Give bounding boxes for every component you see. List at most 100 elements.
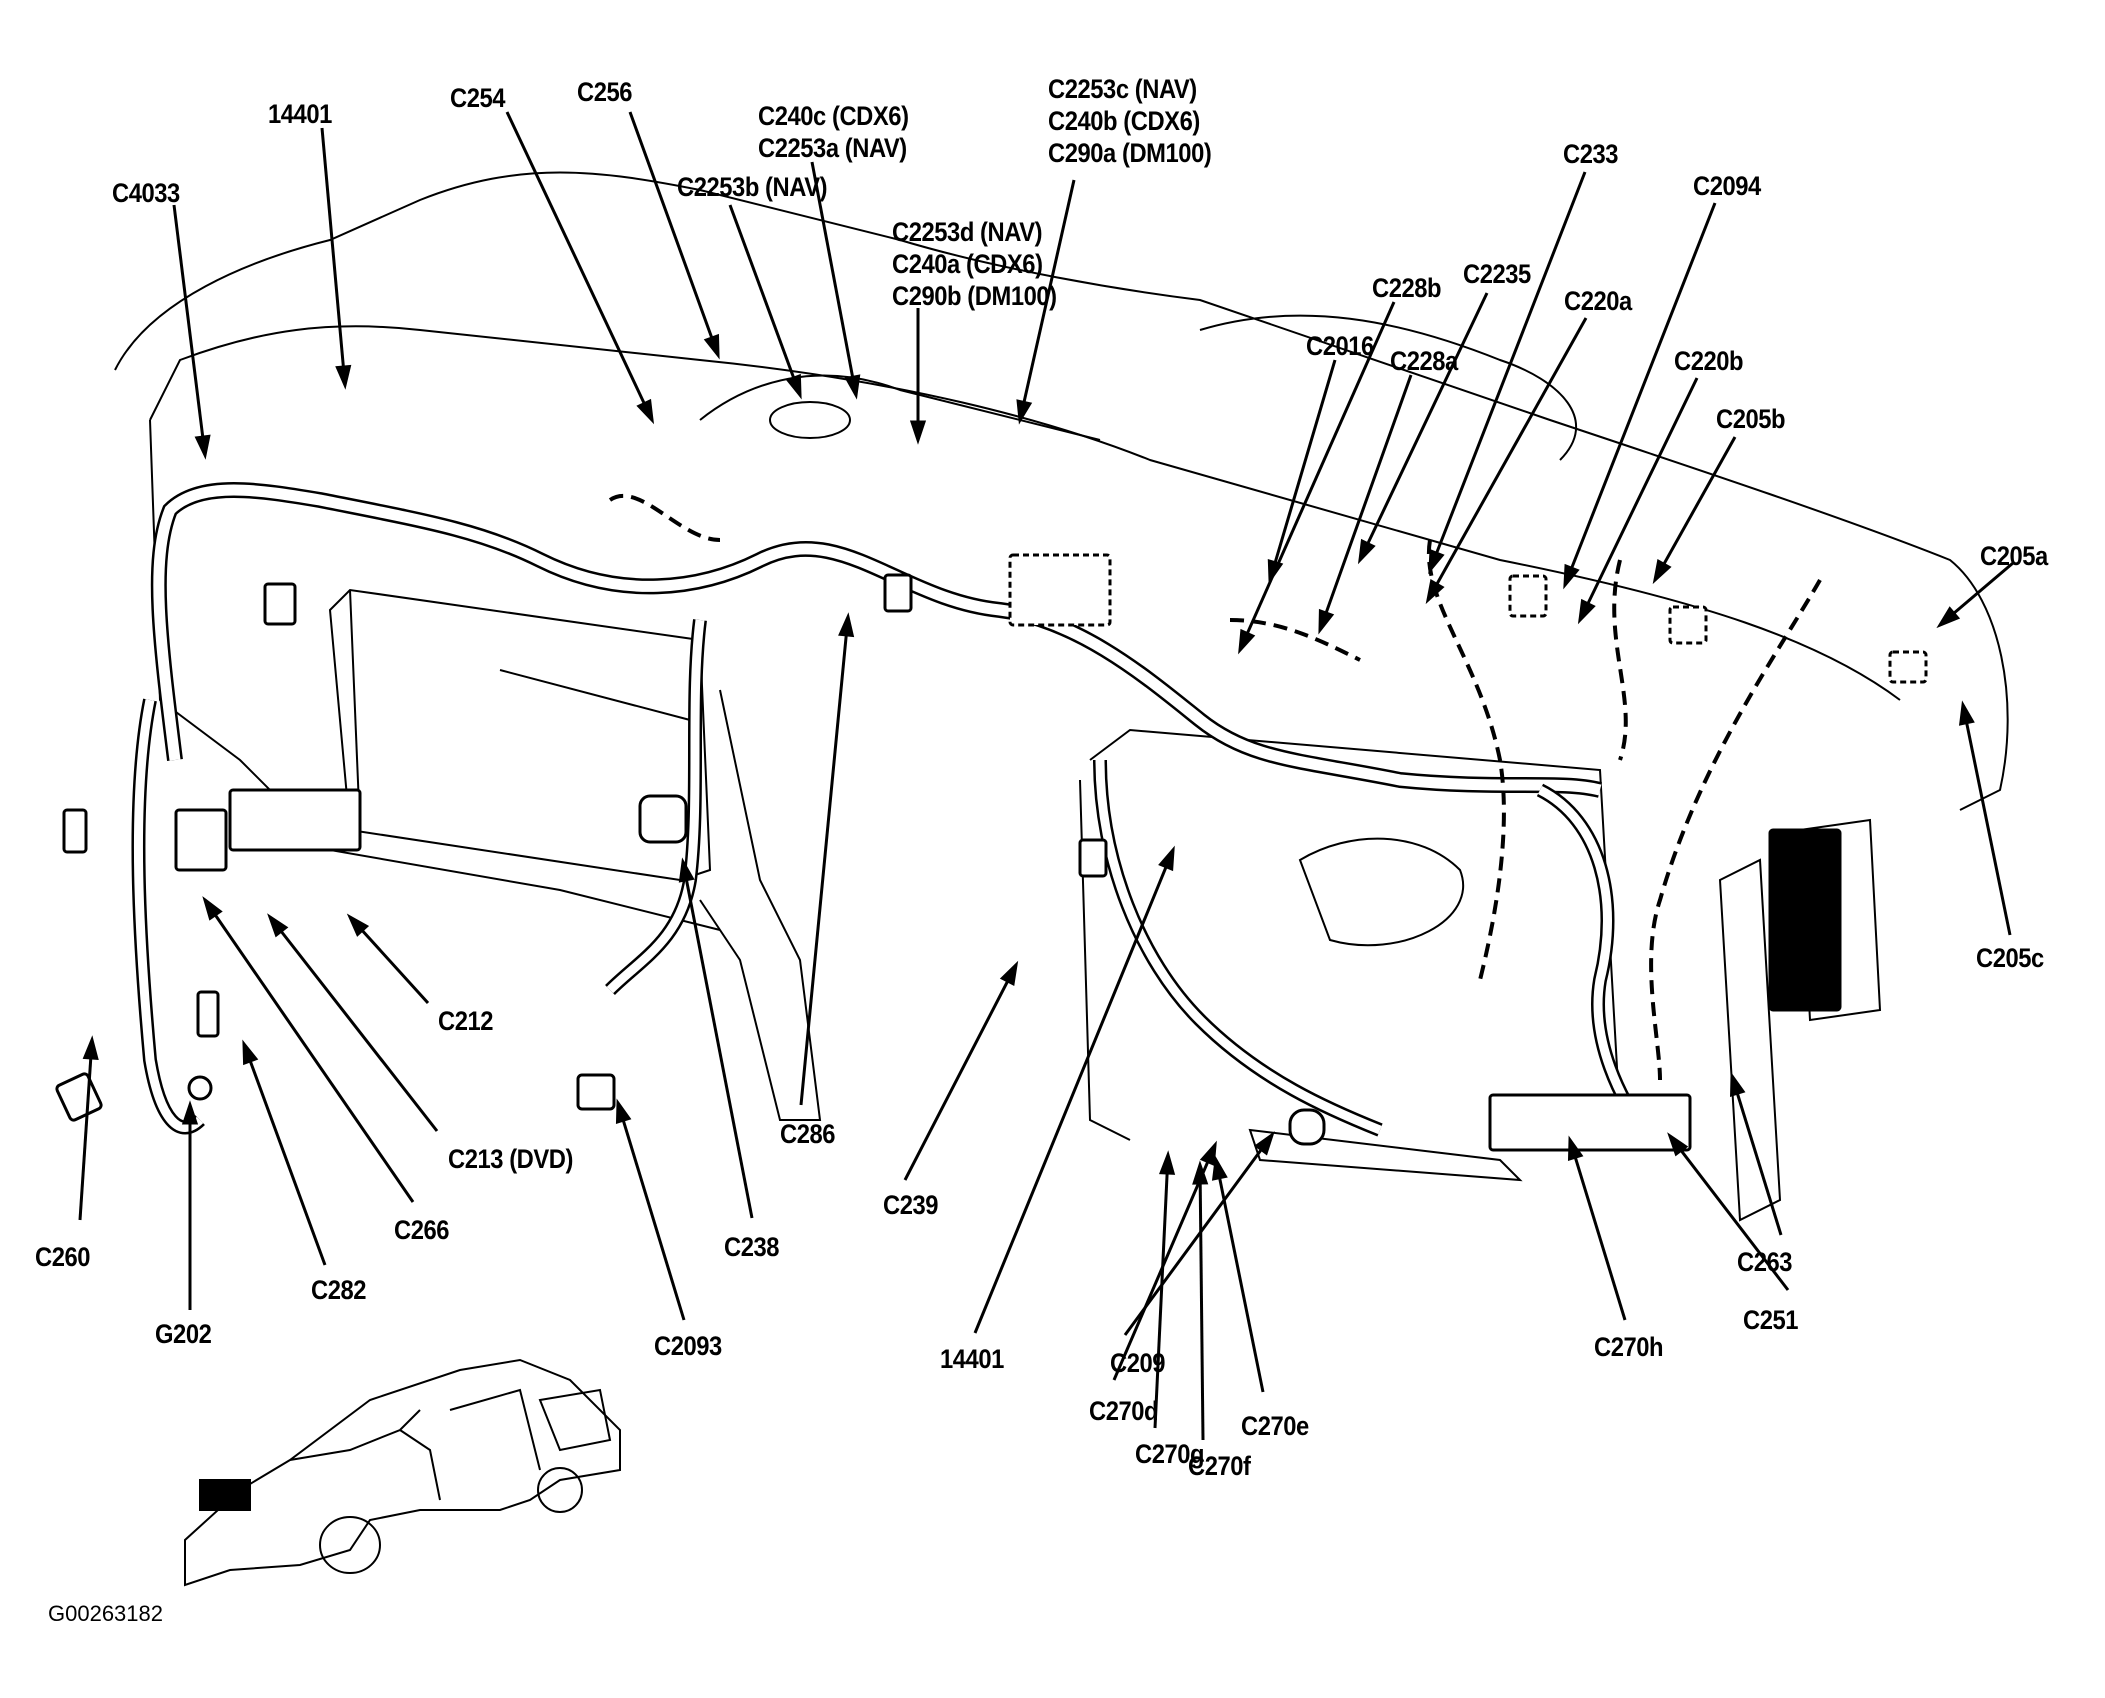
connector-c2094 [1668,605,1708,645]
leader-line-c238 [681,861,754,1219]
label-c239: C239 [883,1190,939,1220]
label-c2235: C2235 [1463,259,1531,289]
label-line: C240b (CDX6) [1048,106,1200,136]
label-c228b: C228b [1372,273,1442,303]
label-c2253d-group: C2253d (NAV) C240a (CDX6) C290b (DM100) [892,216,1057,312]
arrowhead-c205b [1652,559,1672,585]
label-line: C2253d (NAV) [892,217,1043,247]
connector-c238 [638,794,688,844]
arrowhead-c251 [1667,1132,1689,1157]
arrowhead-c2253d_group [909,420,927,445]
leader-line-c2093 [616,1102,686,1321]
leader-line-c205b [1653,436,1737,581]
label-c205b: C205b [1716,404,1786,434]
arrowhead-c266 [202,896,223,921]
arrowhead-c2093 [615,1098,632,1125]
arrowhead-h14401_top [335,364,352,390]
label-c233: C233 [1563,139,1619,169]
label-c251: C251 [1743,1305,1799,1335]
leader-line-c2235 [1358,292,1489,561]
arrowhead-c254 [636,398,655,425]
leader-line-c213 [268,916,439,1132]
arrowhead-c2253b [785,373,802,400]
arrowhead-h14401_bottom [1158,845,1175,872]
label-c2093: C2093 [654,1331,722,1361]
arrowhead-c2253c_group [1016,399,1033,425]
arrowhead-c205c [1958,700,1975,726]
label-c228a: C228a [1390,346,1458,376]
connector-c240-group [1008,553,1112,627]
leader-line-c260 [78,1039,94,1221]
label-c270g: C270g [1135,1439,1205,1469]
dashboard-outline [114,171,2009,931]
leader-line-c2016 [1268,359,1337,581]
leader-line-c2253c_group [1018,179,1076,421]
arrowhead-g202 [181,1100,199,1125]
leader-line-c2094 [1563,202,1717,586]
leader-line-h14401_top [320,127,347,386]
connector-c266 [62,808,88,854]
label-c270e: C270e [1241,1411,1309,1441]
ground-g202 [187,1075,213,1101]
arrowhead-c220b [1577,598,1596,625]
arrowhead-c228b [1238,628,1256,655]
connector-c260 [55,1072,103,1122]
connector-c270-block [1488,1093,1692,1152]
label-c2253c-group: C2253c (NAV) C240b (CDX6) C290a (DM100) [1048,73,1212,169]
center-stack [328,588,822,1121]
label-c212: C212 [438,1006,494,1036]
arrowhead-c270g [1159,1150,1176,1175]
label-c282: C282 [311,1275,367,1305]
connector-c209 [1288,1108,1326,1146]
arrowhead-c286 [838,612,855,638]
label-c2016: C2016 [1306,331,1374,361]
label-c270h: C270h [1594,1332,1664,1362]
arrowhead-c240c_group [844,374,861,400]
leader-line-c282 [242,1043,327,1266]
label-c4033: C4033 [112,178,180,208]
leader-line-c286 [799,616,850,1106]
label-c240c-group: C240c (CDX6) C2253a (NAV) [758,100,909,164]
figure-id: G00263182 [48,1601,163,1626]
leader-line-c205c [1961,704,2012,936]
leader-line-c4033 [172,204,207,456]
label-c266: C266 [394,1215,450,1245]
label-c286: C286 [780,1119,836,1149]
label-c256: C256 [577,77,633,107]
label-c270f: C270f [1188,1451,1251,1481]
label-c260: C260 [35,1242,91,1272]
arrowhead-c270e [1211,1155,1228,1181]
connector-c212 [228,788,362,852]
label-c220a: C220a [1564,286,1632,316]
leader-line-c251 [1668,1135,1790,1291]
connector-c239 [1078,838,1108,878]
label-c263: C263 [1737,1247,1793,1277]
leader-line-c209 [1123,1134,1274,1336]
arrowhead-c270d [1199,1140,1217,1167]
arrowhead-c2235 [1357,538,1376,565]
leader-line-c228a [1318,374,1413,631]
vehicle-inset [184,1358,621,1587]
label-14401-bottom: 14401 [940,1344,1004,1374]
label-c2253b: C2253b (NAV) [677,172,828,202]
leader-line-c2253b [728,204,802,396]
hidden-harness [608,493,1822,1081]
arrowhead-c2016 [1267,559,1284,585]
leader-line-h14401_bottom [973,849,1175,1334]
label-c205c: C205c [1976,943,2044,973]
arrowhead-c212 [346,913,370,937]
leader-line-c233 [1428,171,1587,571]
leader-line-c266 [203,899,415,1203]
connector-c4033 [263,582,297,626]
leader-line-c256 [628,111,720,356]
label-c254: C254 [450,83,506,113]
connector-c282 [196,990,220,1038]
connector-c213 [174,808,228,872]
leader-line-c270f [1198,1164,1205,1441]
leader-line-c228b [1238,301,1396,651]
leader-line-c254 [505,111,654,421]
arrowhead-c233 [1428,548,1445,575]
label-c220b: C220b [1674,346,1744,376]
arrowhead-c4033 [194,434,211,460]
arrowhead-c260 [82,1035,99,1060]
